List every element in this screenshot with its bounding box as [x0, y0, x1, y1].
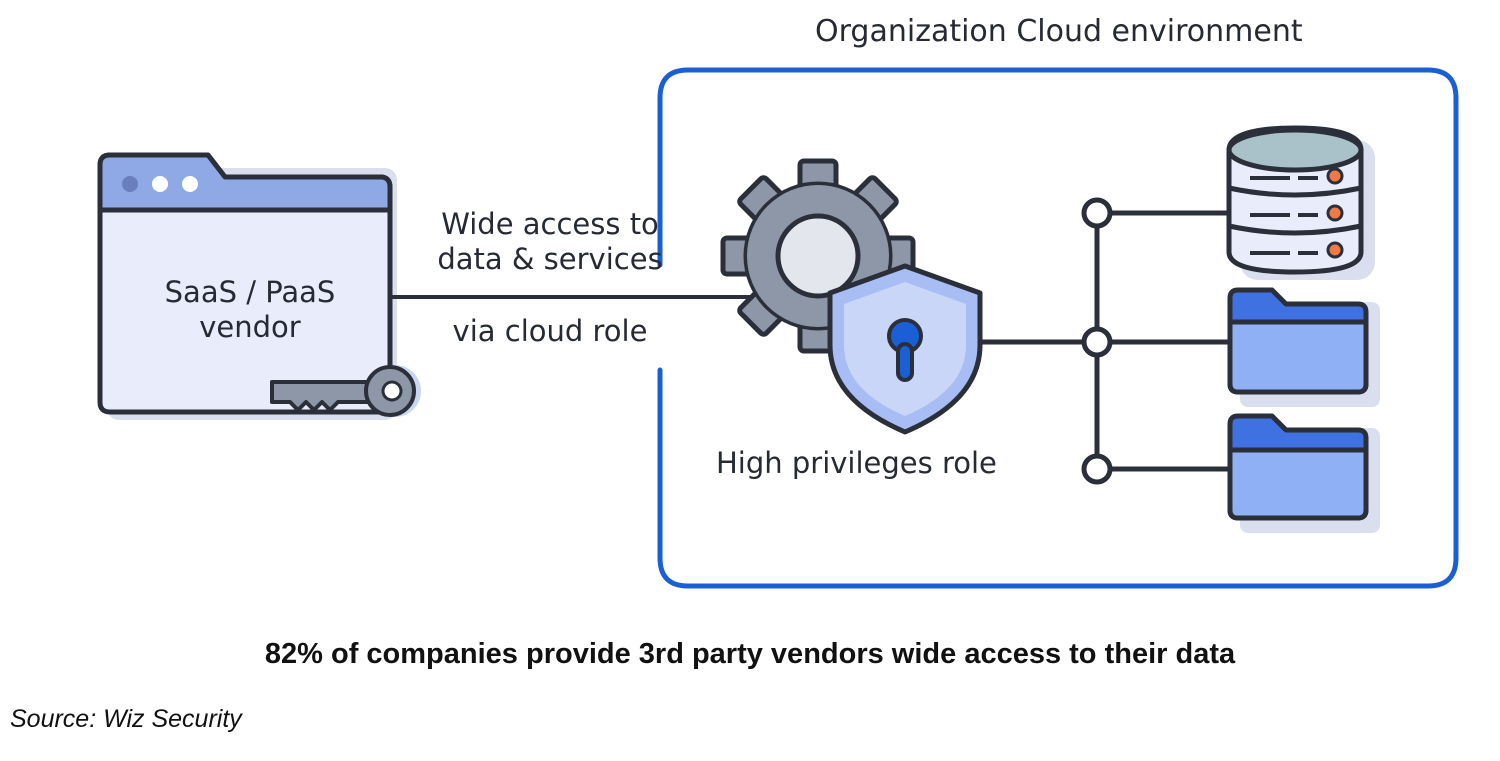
caption: 82% of companies provide 3rd party vendo… — [264, 638, 1236, 670]
connection-label-line1: Wide access to — [441, 207, 659, 241]
cloud-environment-boundary — [657, 67, 1459, 589]
folder-icon — [1227, 287, 1380, 407]
role-label: High privileges role — [716, 446, 997, 480]
browser-window-icon — [97, 152, 397, 420]
key-icon — [270, 365, 421, 417]
folder-icon — [1227, 413, 1380, 533]
database-icon — [1226, 125, 1375, 280]
vendor-label-line1: SaaS / PaaS — [164, 275, 336, 309]
connection-label-line2: data & services — [437, 241, 663, 276]
vendor-label: SaaS / PaaS vendor — [140, 275, 360, 345]
shield-lock-icon — [827, 263, 983, 435]
cloud-environment-title: Organization Cloud environment — [815, 14, 1303, 49]
source-credit: Source: Wiz Security — [10, 705, 242, 733]
connector-node — [1081, 197, 1113, 485]
connection-label-line3: via cloud role — [452, 314, 648, 348]
connection-label: Wide access to data & services — [415, 207, 685, 277]
vendor-label-line2: vendor — [199, 309, 301, 344]
